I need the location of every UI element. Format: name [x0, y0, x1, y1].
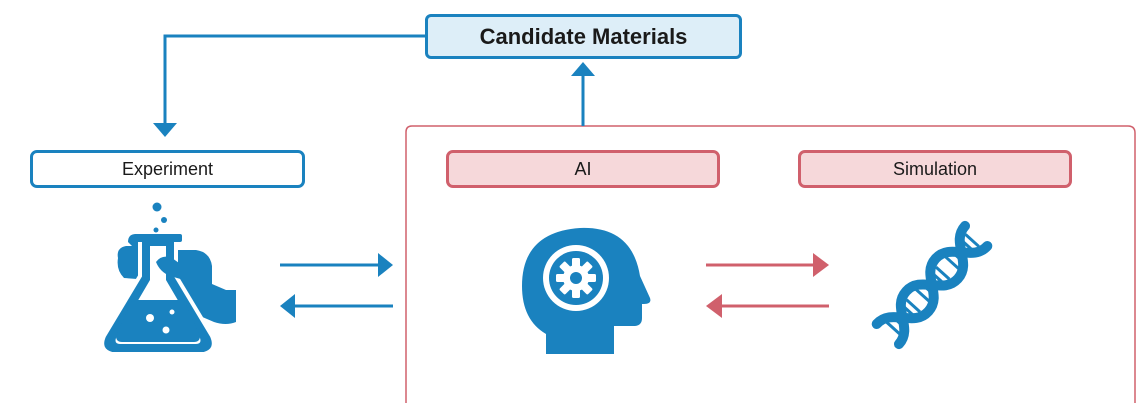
- candidate-to-experiment-arrowhead: [153, 123, 177, 137]
- simulation-to-ai-arrowhead: [706, 294, 722, 318]
- ai-to-experiment-arrowhead: [280, 294, 295, 318]
- simulation-label: Simulation: [892, 158, 978, 179]
- computation-to-candidate-arrowhead: [571, 62, 595, 76]
- experiment-label: Experiment: [121, 158, 214, 179]
- experiment-box: Experiment: [30, 150, 305, 188]
- ai-head-gear-icon: [522, 227, 651, 354]
- simulation-box: Simulation: [798, 150, 1072, 188]
- ai-to-simulation-arrowhead: [813, 253, 829, 277]
- candidate-materials-label: Candidate Materials: [479, 23, 688, 49]
- candidate-materials-box: Candidate Materials: [425, 14, 742, 59]
- experiment-to-ai-arrowhead: [378, 253, 393, 277]
- ai-label: AI: [574, 158, 592, 179]
- candidate-to-experiment-line: [163, 34, 425, 124]
- ai-box: AI: [446, 150, 720, 188]
- dna-helix-icon: [871, 220, 993, 350]
- flask-in-hand-icon: [100, 202, 236, 356]
- computation-group-box: [405, 125, 1136, 403]
